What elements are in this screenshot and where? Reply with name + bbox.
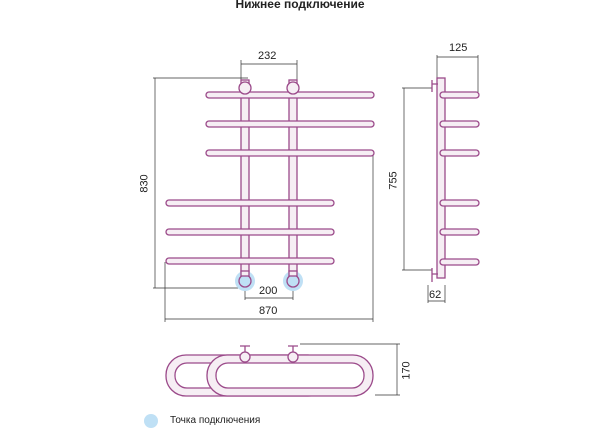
vertical-pipe-right: [288, 79, 298, 277]
crossbar: [165, 228, 335, 236]
diagram-title: Нижнее подключение: [235, 0, 365, 11]
legend-swatch: [144, 414, 158, 428]
side-view: [402, 55, 480, 303]
top-view: [165, 343, 400, 397]
dim-125: 125: [449, 42, 468, 54]
front-dimension-lines: [153, 60, 374, 322]
connection-point: [283, 271, 303, 291]
front-view: [165, 79, 375, 291]
dim-200: 200: [259, 285, 278, 297]
dim-755: 755: [387, 171, 400, 190]
crossbar: [205, 120, 375, 128]
dim-830: 830: [138, 174, 151, 193]
top-fitting: [238, 81, 252, 95]
connection-point: [235, 271, 255, 291]
legend-label: Точка подключения: [170, 415, 261, 426]
crossbar: [165, 257, 335, 265]
top-fitting: [286, 81, 300, 95]
crossbar: [165, 199, 335, 207]
vertical-pipe-left: [240, 79, 250, 277]
dim-170: 170: [400, 361, 413, 380]
crossbar: [205, 149, 375, 157]
dim-232: 232: [258, 50, 277, 62]
dim-870: 870: [259, 305, 278, 317]
dim-62: 62: [429, 289, 442, 301]
